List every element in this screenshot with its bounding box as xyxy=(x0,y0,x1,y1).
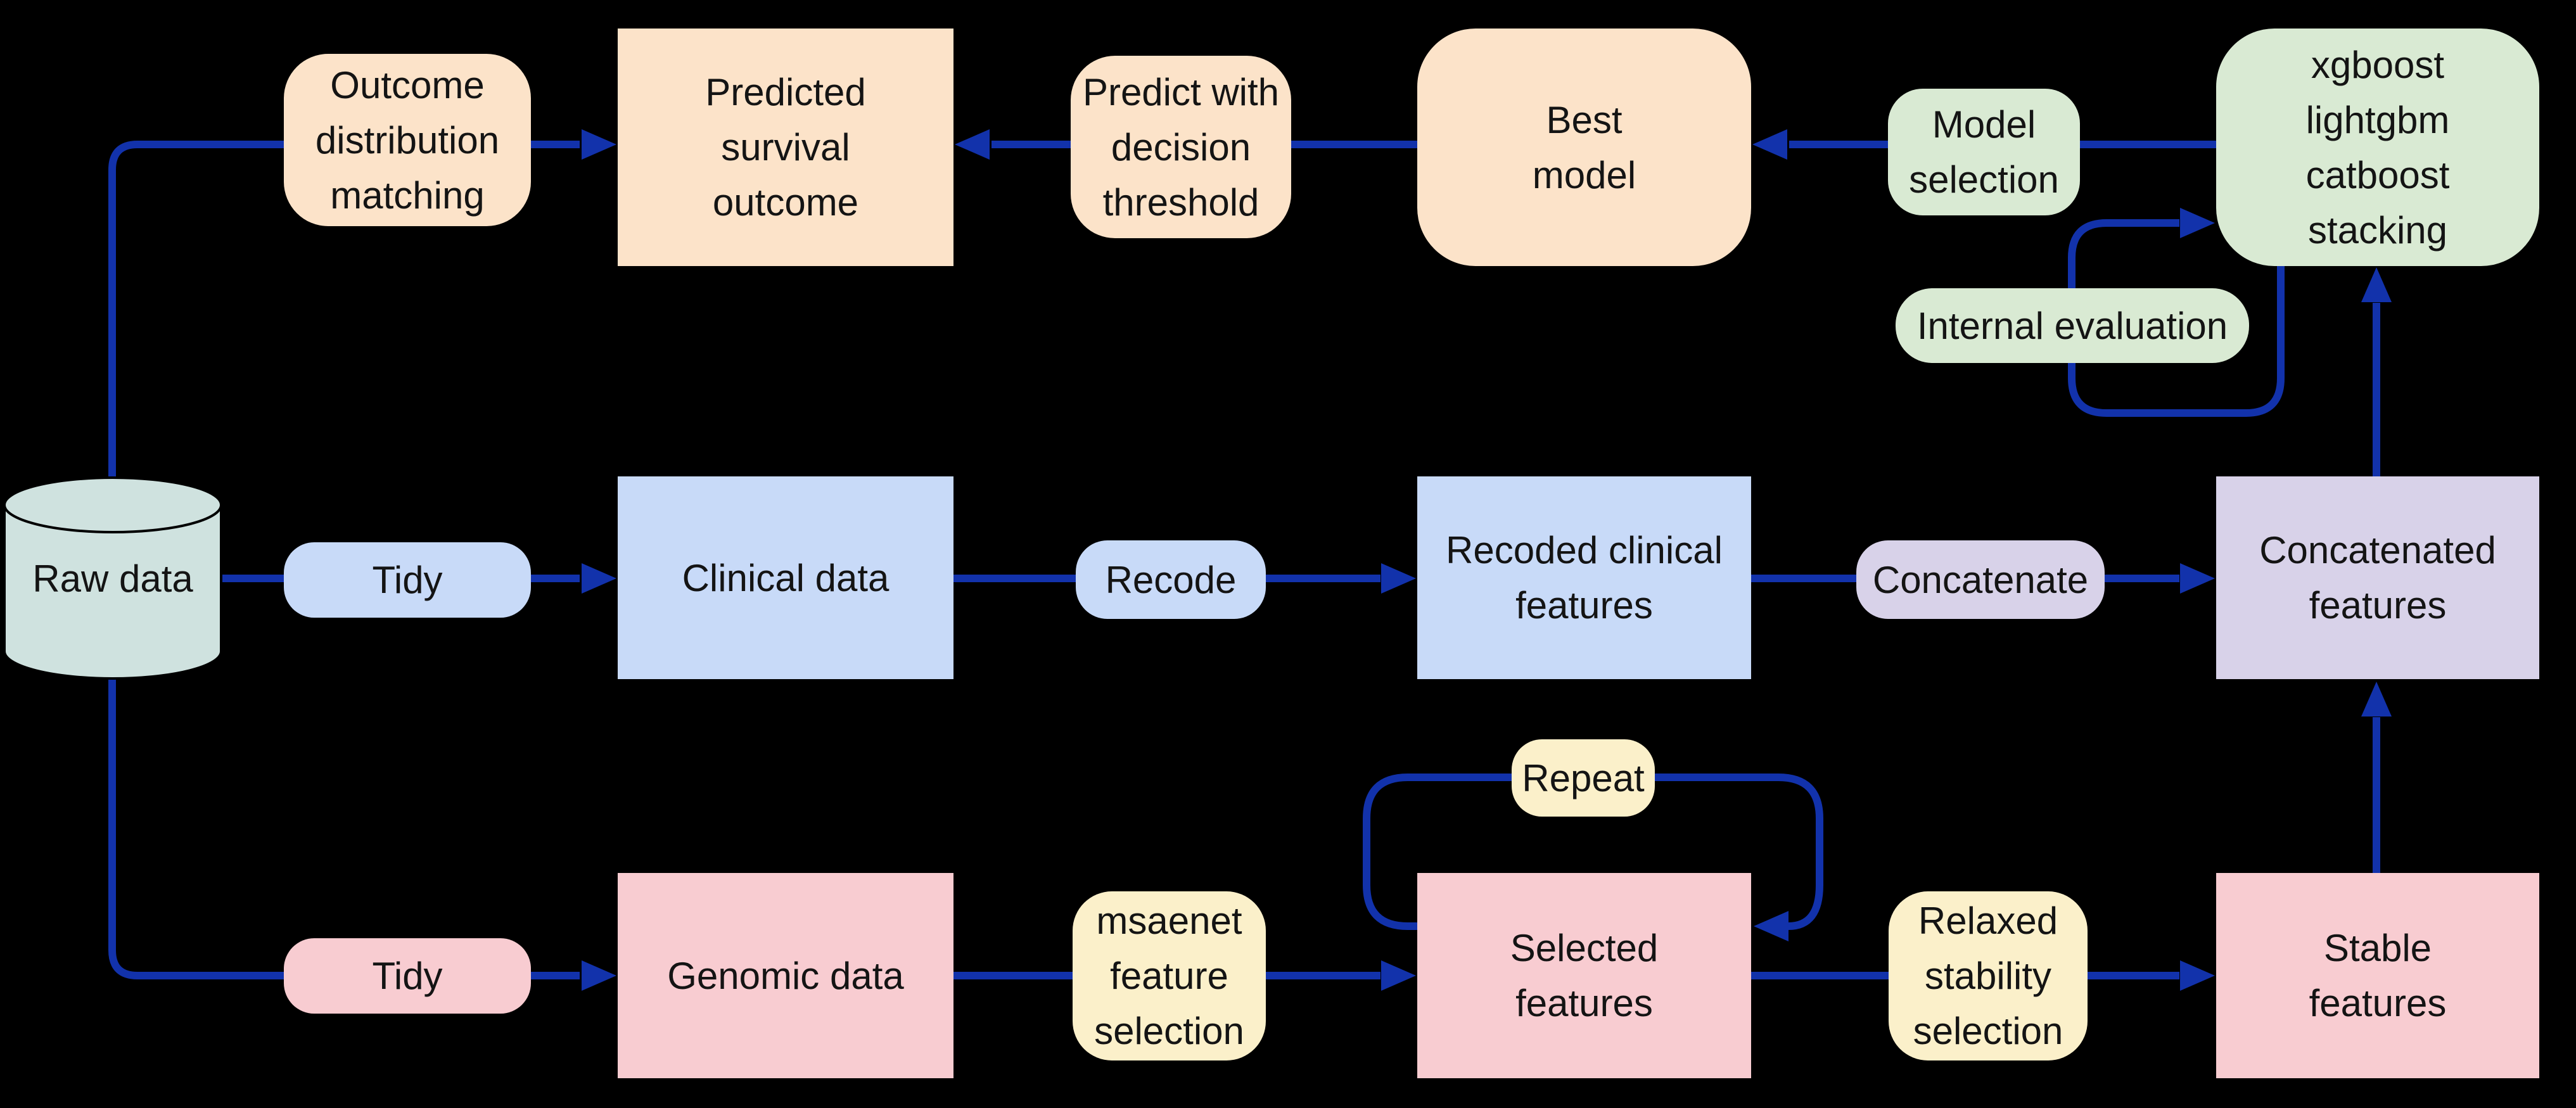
node-recode: Recode xyxy=(1076,540,1266,619)
arrowhead-into-predicted-left xyxy=(582,129,616,160)
arrowhead-up-into-xgboost xyxy=(2361,267,2392,302)
node-predict-with-decision-threshold: Predict with decision threshold xyxy=(1071,56,1291,238)
arrowhead-into-bestmodel xyxy=(1752,129,1787,160)
raw-data-cylinder-body xyxy=(3,504,222,680)
arrowhead-into-selected xyxy=(1381,960,1416,991)
node-tidy-genomic: Tidy xyxy=(284,938,531,1014)
arrowhead-into-genomic xyxy=(582,960,616,991)
node-xgboost-stack: xgboost lightgbm catboost stacking xyxy=(2216,29,2539,266)
arrowhead-loop-into-selected xyxy=(1754,911,1789,941)
node-raw-data-label: Raw data xyxy=(32,557,193,600)
arrowhead-into-clinical xyxy=(582,563,616,594)
node-model-selection: Model selection xyxy=(1888,89,2080,215)
node-predicted-survival-outcome: Predicted survival outcome xyxy=(618,29,953,266)
arrowhead-into-predicted-right xyxy=(955,129,990,160)
node-internal-evaluation: Internal evaluation xyxy=(1896,288,2249,363)
node-recoded-clinical-features: Recoded clinical features xyxy=(1417,476,1751,679)
edge-internal-evaluation-loop xyxy=(2068,219,2285,417)
node-selected-features: Selected features xyxy=(1417,873,1751,1078)
node-tidy-clinical: Tidy xyxy=(284,542,531,618)
node-concatenated-features: Concatenated features xyxy=(2216,476,2539,679)
node-outcome-distribution-matching: Outcome distribution matching xyxy=(284,54,531,226)
node-relaxed-stability-selection: Relaxed stability selection xyxy=(1889,891,2088,1060)
arrowhead-into-concatenated xyxy=(2180,563,2215,594)
node-repeat: Repeat xyxy=(1512,739,1655,817)
node-clinical-data: Clinical data xyxy=(618,476,953,679)
raw-data-cylinder-top xyxy=(3,476,222,533)
arrowhead-loop-into-xgboost xyxy=(2180,208,2215,238)
arrowhead-into-recoded xyxy=(1381,563,1416,594)
edge-rawdata-genomic xyxy=(108,675,580,979)
node-stable-features: Stable features xyxy=(2216,873,2539,1078)
arrowhead-into-stable xyxy=(2180,960,2215,991)
node-best-model: Best model xyxy=(1417,29,1751,266)
arrowhead-up-into-concatenated xyxy=(2361,682,2392,716)
edge-repeat-loop xyxy=(1363,774,1823,930)
edge-rawdata-outcome xyxy=(108,141,580,483)
node-concatenate: Concatenate xyxy=(1856,540,2105,619)
node-genomic-data: Genomic data xyxy=(618,873,953,1078)
node-msaenet-feature-selection: msaenet feature selection xyxy=(1073,891,1266,1060)
